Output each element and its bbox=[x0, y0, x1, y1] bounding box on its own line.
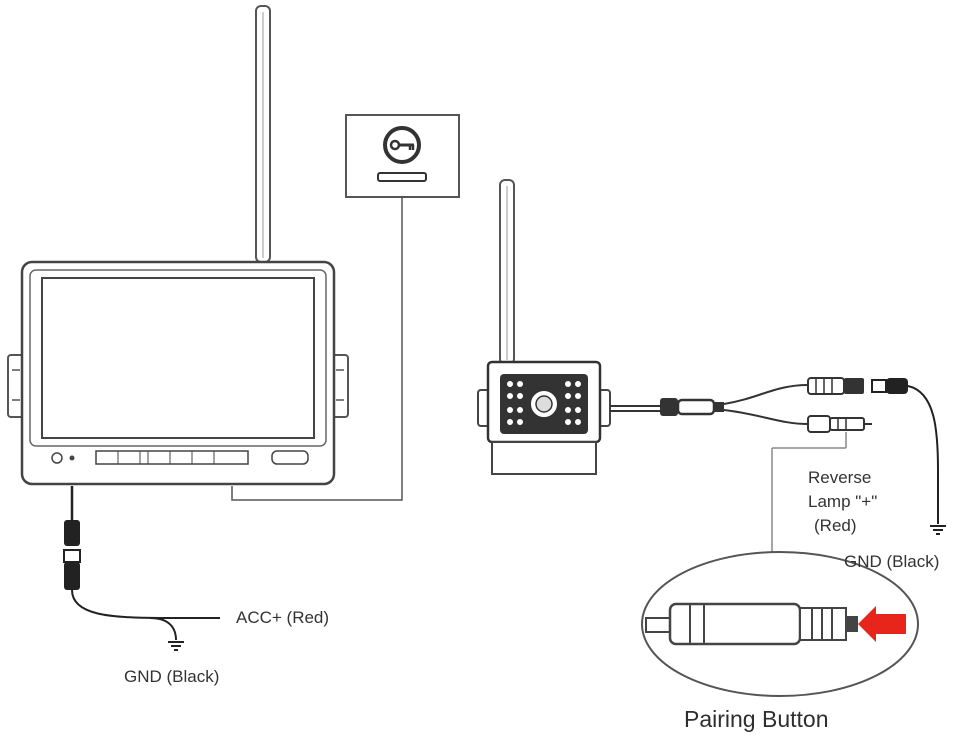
camera-cable bbox=[610, 377, 946, 562]
monitor-antenna bbox=[255, 5, 271, 263]
ground-symbol-camera bbox=[930, 525, 946, 535]
reverse-label-line3: (Red) bbox=[814, 516, 857, 535]
acc-label: ACC+ (Red) bbox=[236, 608, 330, 627]
monitor-power-cable bbox=[63, 486, 220, 651]
pairing-button-label: Pairing Button bbox=[684, 706, 829, 732]
key-icon bbox=[377, 126, 427, 182]
ground-symbol-monitor bbox=[168, 641, 184, 651]
gnd-monitor-label: GND (Black) bbox=[124, 667, 220, 686]
pair-icon-box bbox=[345, 114, 460, 198]
reverse-label-line1: Reverse bbox=[808, 468, 872, 487]
gnd-camera-label: GND (Black) bbox=[844, 552, 940, 571]
icon-leader-line bbox=[231, 197, 403, 501]
monitor bbox=[7, 260, 349, 486]
camera-antenna bbox=[499, 179, 515, 365]
reverse-label-line2: Lamp "+" bbox=[808, 492, 878, 511]
pairing-zoom-bubble bbox=[641, 551, 919, 697]
red-arrow-icon bbox=[858, 606, 906, 642]
camera bbox=[477, 360, 611, 475]
